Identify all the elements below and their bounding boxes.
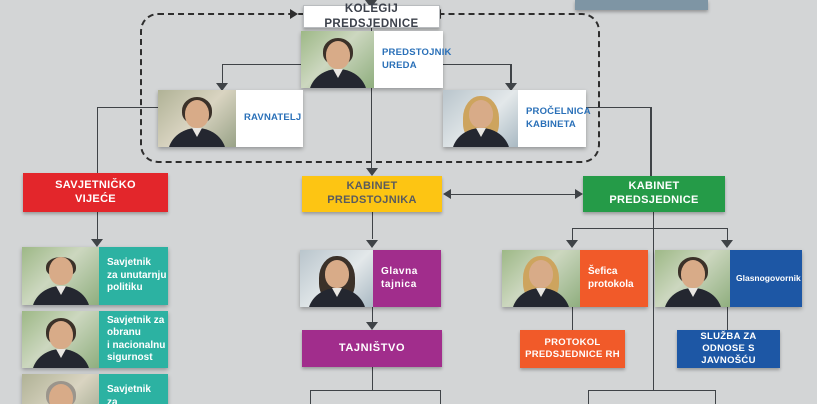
connector [650,107,652,176]
node-advisor-obrana-sigurnost: Savjetnik za obranu i nacionalnu sigurno… [22,311,168,368]
connector [652,212,654,390]
node-glasnogovornik: Glasnogovornik [655,250,802,307]
connector [443,63,511,65]
node-label: Šefica protokola [580,250,648,307]
connector [571,228,573,240]
portrait-photo [301,31,374,88]
node-savjetnicko-vijece: SAVJETNIČKO VIJEĆE [23,173,168,212]
connector [439,390,441,404]
portrait-photo [300,250,373,307]
arrow-down-icon [365,168,378,176]
node-kolegij-predsjednice: KOLEGIJ PREDSJEDNICE [303,3,440,30]
portrait-photo [22,374,99,404]
portrait-photo [22,311,99,368]
arrow-down-icon [215,83,228,91]
connector [96,107,98,173]
connector [586,106,651,108]
node-kabinet-predsjednice: KABINET PREDSJEDNICE [583,176,725,212]
connector [588,389,715,391]
node-label: Savjetnik za unutarnju politiku [99,247,168,305]
arrow-down-icon [565,240,578,248]
connector [221,64,223,83]
node-label: Glasnogovornik [730,250,802,307]
node-advisor-drustvene: Savjetnik za društvene [22,374,168,404]
arrow-down-icon [720,240,733,248]
connector [450,193,577,195]
arrow-down-icon [365,240,378,248]
connector [726,228,728,240]
connector [370,26,372,31]
portrait-photo [443,90,518,147]
node-sefica-protokola: Šefica protokola [502,250,648,307]
node-label: Savjetnik za društvene [99,374,168,404]
connector [571,307,573,330]
node-predstojnik-ureda: PREDSTOJNIK UREDA [301,31,451,88]
portrait-photo [158,90,236,147]
arrow-down-icon [365,0,377,8]
connector [587,390,589,404]
node-ravnatelj: RAVNATELJ [158,90,303,147]
portrait-photo [502,250,580,307]
node-label: PROČELNICA KABINETA [518,90,591,147]
connector [726,307,728,330]
node-sluzba-odnosi-javnost: SLUŽBA ZA ODNOSE S JAVNOŠĆU [677,330,780,368]
connector [714,390,716,404]
node-label: Glavna tajnica [373,250,441,307]
node-procelnica-kabineta: PROČELNICA KABINETA [443,90,591,147]
node-protokol-predsjednice: PROTOKOL PREDSJEDNICE RH [520,330,625,368]
connector [96,212,98,239]
cropped-top-box [575,0,708,10]
node-label: Savjetnik za obranu i nacionalnu sigurno… [99,311,168,368]
arrow-down-icon [365,322,378,330]
node-glavna-tajnica: Glavna tajnica [300,250,441,307]
arrow-down-icon [90,239,103,247]
connector [97,106,158,108]
connector [222,63,302,65]
node-kabinet-predstojnika: KABINET PREDSTOJNIKA [302,176,442,212]
connector [572,227,728,229]
connector [371,367,373,390]
portrait-photo [22,247,99,305]
connector [370,88,372,169]
connector [310,389,441,391]
arrow-down-icon [504,83,517,91]
arrow-right-icon [575,189,583,199]
connector [309,390,311,404]
connector [371,212,373,239]
portrait-photo [655,250,730,307]
connector [510,64,512,83]
arrow-left-icon [443,189,451,199]
arrow-right-icon [290,9,298,19]
node-label: RAVNATELJ [236,90,303,147]
connector [371,307,373,324]
node-label: PREDSTOJNIK UREDA [374,31,451,88]
node-tajnistvo: TAJNIŠTVO [302,330,442,367]
node-advisor-unutarnja-politika: Savjetnik za unutarnju politiku [22,247,168,305]
